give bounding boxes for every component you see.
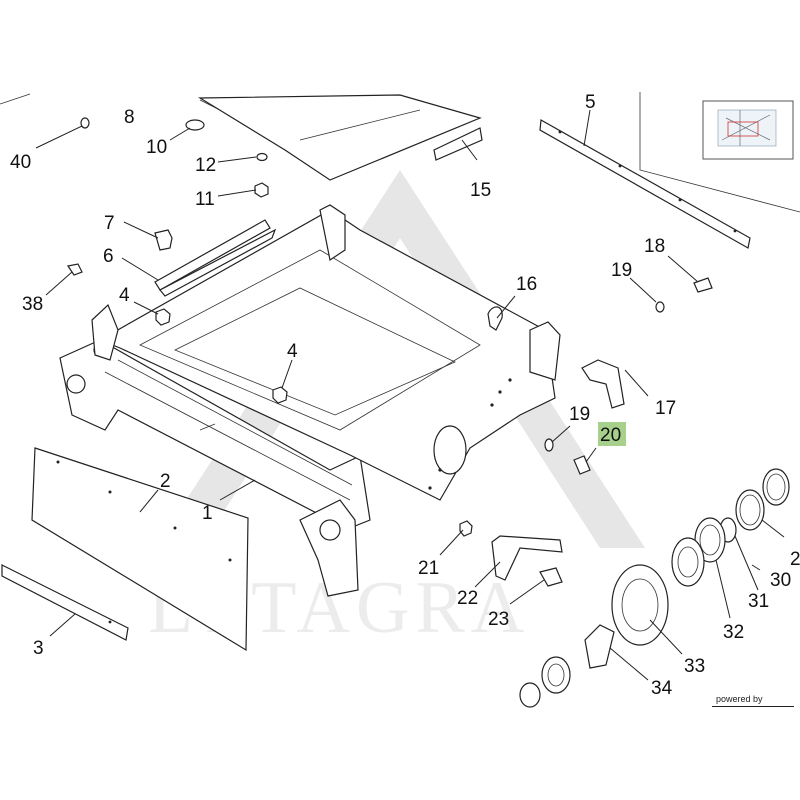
part-23-bolt	[539, 567, 563, 587]
part-16-pin	[487, 306, 503, 331]
label-16[interactable]: 16	[516, 274, 537, 295]
label-8[interactable]: 8	[124, 107, 135, 128]
label-3[interactable]: 3	[33, 638, 44, 659]
part-22-bracket	[491, 535, 563, 581]
label-2[interactable]: 2	[160, 471, 171, 492]
label-20-highlighted[interactable]: 20	[598, 422, 626, 446]
label-19-mid[interactable]: 19	[569, 404, 590, 425]
part-34-bushing	[584, 624, 615, 669]
label-11[interactable]: 11	[195, 189, 215, 210]
part-20-bolt	[573, 455, 591, 475]
part-1-frame	[59, 204, 561, 597]
label-38[interactable]: 38	[22, 294, 43, 315]
powered-by-text: powered by	[716, 694, 763, 704]
label-33[interactable]: 33	[684, 656, 705, 677]
label-23[interactable]: 23	[488, 609, 509, 630]
leader-lines	[35, 109, 785, 681]
part-4-nut-a	[155, 308, 171, 326]
label-12[interactable]: 12	[195, 155, 216, 176]
label-40[interactable]: 40	[10, 152, 31, 173]
overview-thumbnail[interactable]	[702, 100, 794, 160]
label-32[interactable]: 32	[723, 622, 744, 643]
svg-text:20: 20	[600, 425, 621, 446]
part-2-plate	[31, 447, 249, 652]
powered-by-divider	[712, 706, 794, 707]
hardware	[67, 117, 713, 587]
part-4-nut-b	[272, 386, 288, 404]
part-19-washer-a	[655, 301, 665, 313]
part-32-bearing	[671, 537, 705, 587]
part-33-hub	[611, 564, 669, 646]
label-4-left[interactable]: 4	[119, 285, 130, 306]
label-17[interactable]: 17	[655, 398, 676, 419]
label-22[interactable]: 22	[457, 588, 478, 609]
label-15[interactable]: 15	[470, 180, 491, 201]
label-4-center[interactable]: 4	[287, 341, 298, 362]
bearing-assembly	[519, 468, 790, 708]
part-18-bolt	[693, 277, 713, 293]
top-panels	[0, 92, 800, 213]
label-5[interactable]: 5	[585, 92, 596, 113]
part-19-washer-b	[544, 438, 554, 452]
part-12-washer	[256, 152, 268, 162]
callout-labels: 8 10 40 12 11 7 6 38 4 4 15 5 16 18 19 1…	[10, 92, 800, 699]
label-10[interactable]: 10	[146, 137, 167, 158]
label-19-top[interactable]: 19	[611, 260, 632, 281]
label-7[interactable]: 7	[104, 213, 115, 234]
part-6-bracket	[154, 219, 277, 297]
label-6[interactable]: 6	[103, 246, 114, 267]
label-29[interactable]: 29	[790, 549, 800, 570]
part-5-strip	[539, 119, 751, 249]
part-10-washer	[185, 119, 205, 131]
label-18[interactable]: 18	[644, 236, 665, 257]
part-3-strip	[1, 564, 129, 641]
label-21[interactable]: 21	[418, 558, 439, 579]
part-21-nut	[459, 520, 473, 537]
part-17-hinge	[581, 359, 625, 409]
part-35-bearing	[541, 656, 571, 694]
label-34[interactable]: 34	[651, 678, 673, 699]
part-11-nut	[254, 182, 269, 198]
label-1[interactable]: 1	[202, 503, 213, 524]
label-31[interactable]: 31	[748, 591, 769, 612]
part-7-bolt	[154, 229, 173, 251]
label-30[interactable]: 30	[770, 570, 791, 591]
part-40-washer	[80, 117, 90, 129]
